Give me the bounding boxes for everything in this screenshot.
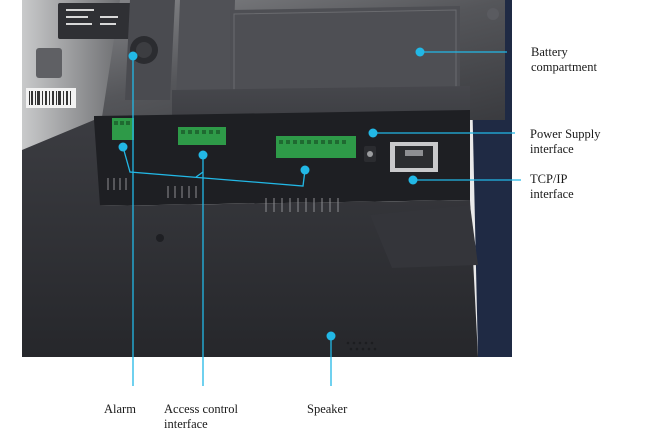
body-step — [370, 205, 478, 268]
label-access-line-1: Access control — [164, 402, 238, 416]
label-speaker: Speaker — [307, 402, 347, 417]
label-tcpip-line-1: TCP/IP — [530, 172, 568, 186]
label-tcpip-interface: TCP/IP interface — [530, 172, 574, 202]
callout-lines — [122, 51, 521, 386]
barcode — [26, 88, 76, 108]
label-battery-compartment: Battery compartment — [531, 45, 597, 75]
label-alarm-line-1: Alarm — [104, 402, 136, 416]
label-power-line-2: interface — [530, 142, 574, 156]
access-control-terminal — [178, 127, 226, 145]
label-tcpip-line-2: interface — [530, 187, 574, 201]
label-power-supply-interface: Power Supply interface — [530, 127, 601, 157]
label-battery-line-1: Battery — [531, 45, 568, 59]
mount-rail-right — [176, 0, 235, 100]
label-power-line-1: Power Supply — [530, 127, 601, 141]
corner-screw — [487, 8, 499, 20]
battery-cover — [230, 6, 460, 98]
wiegand-terminal — [276, 136, 356, 158]
side-latch — [36, 48, 62, 78]
callout-dots — [118, 47, 425, 341]
label-battery-line-2: compartment — [531, 60, 597, 74]
body-hole — [156, 234, 164, 242]
sticker-print — [66, 9, 118, 25]
label-access-line-2: interface — [164, 417, 208, 431]
speaker-grille — [346, 341, 377, 351]
alarm-terminal — [112, 118, 134, 140]
label-speaker-line-1: Speaker — [307, 402, 348, 416]
label-alarm: Alarm — [104, 402, 136, 417]
label-access-control-interface: Access control interface — [164, 402, 238, 432]
device-body — [22, 120, 478, 357]
